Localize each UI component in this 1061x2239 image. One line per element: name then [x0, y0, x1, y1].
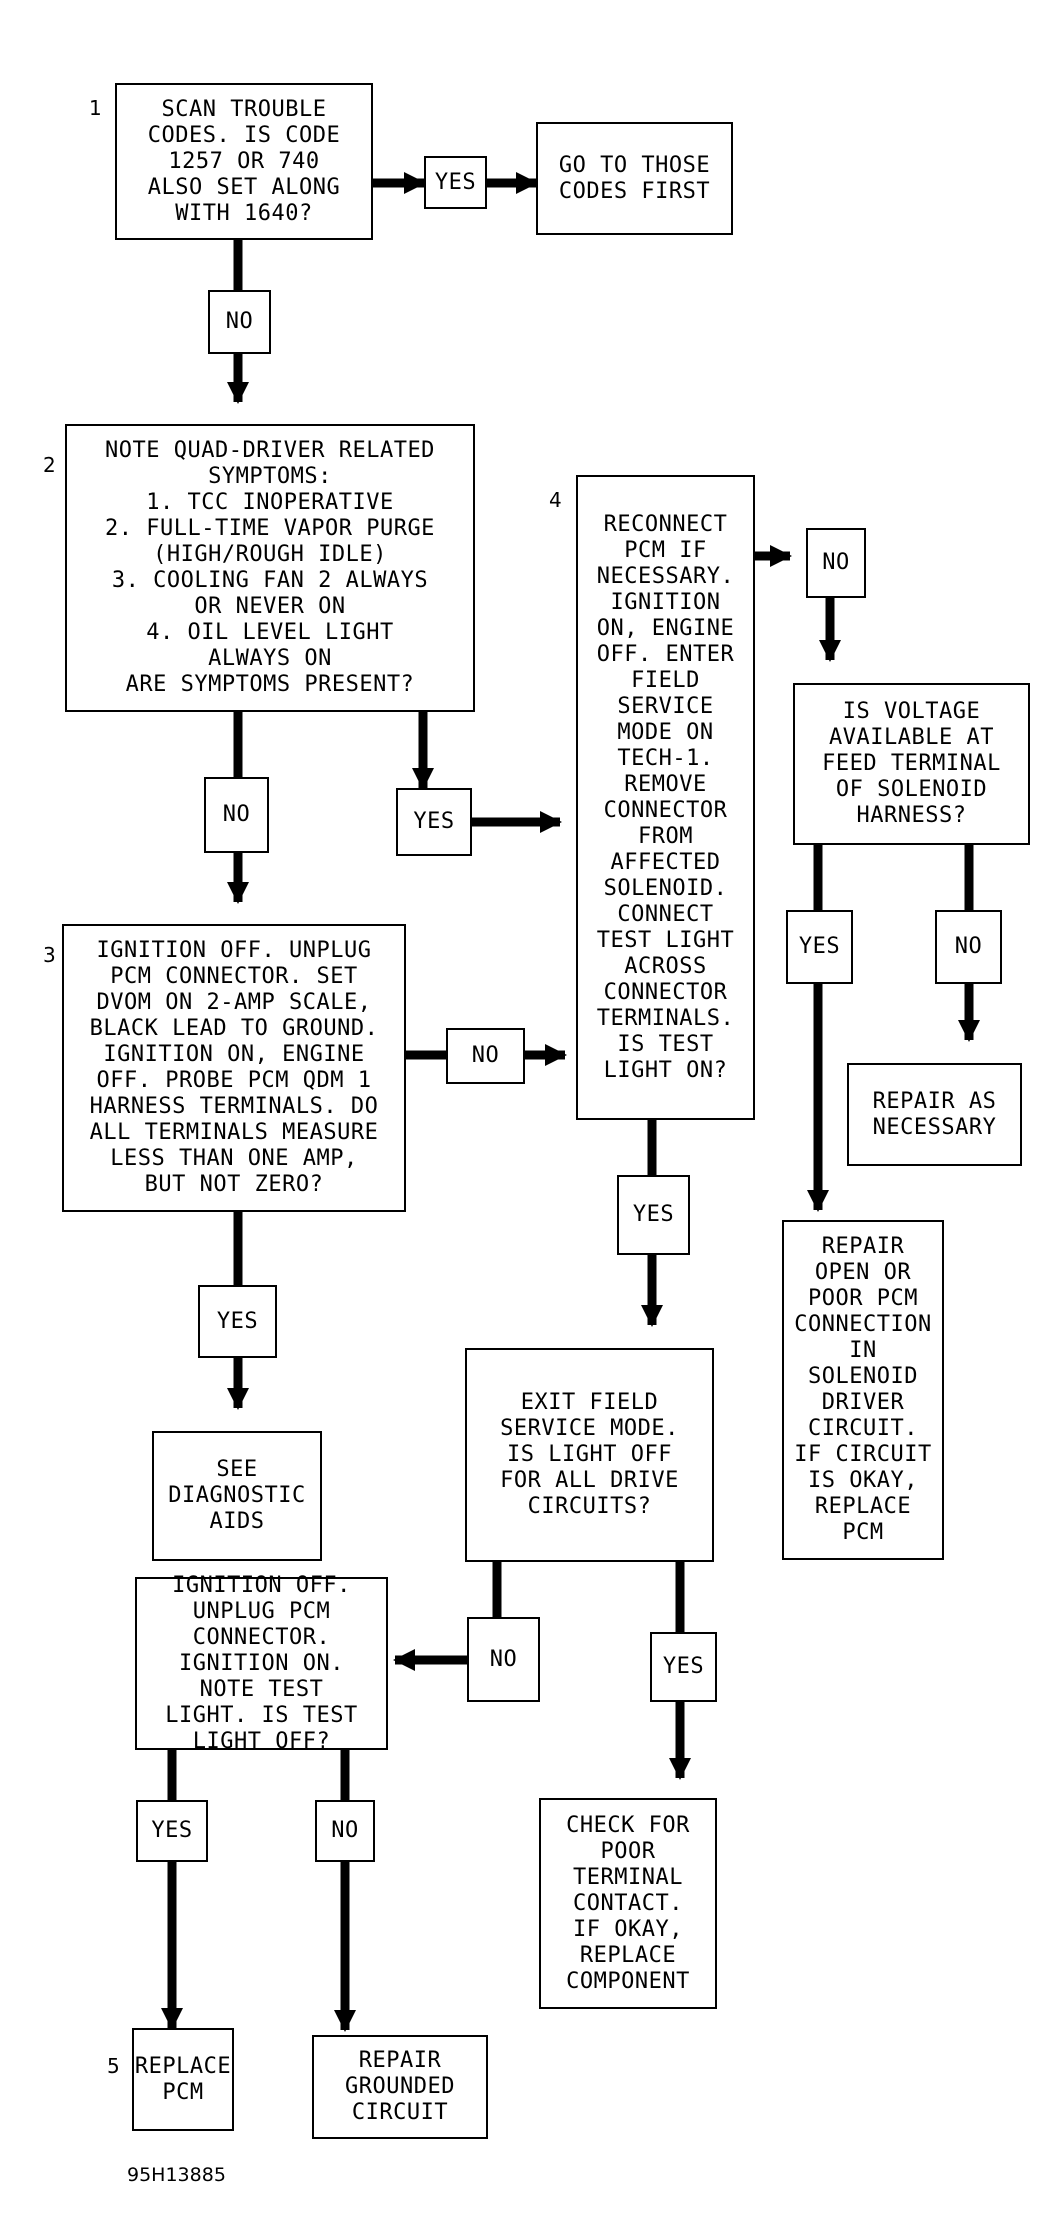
step4-box: RECONNECT PCM IF NECESSARY. IGNITION ON,… — [576, 475, 755, 1120]
no-box-ign: NO — [315, 1800, 375, 1862]
repair-open-box: REPAIR OPEN OR POOR PCM CONNECTION IN SO… — [782, 1220, 944, 1560]
check-poor-contact-box: CHECK FOR POOR TERMINAL CONTACT. IF OKAY… — [539, 1798, 717, 2009]
no-box-3: NO — [446, 1028, 525, 1084]
figure-id: 95H13885 — [127, 2164, 226, 2186]
exit-field-service-box: EXIT FIELD SERVICE MODE. IS LIGHT OFF FO… — [465, 1348, 714, 1562]
yes-box-ign: YES — [136, 1800, 208, 1862]
step2-box: NOTE QUAD-DRIVER RELATED SYMPTOMS: 1. TC… — [65, 424, 475, 712]
no-box-exit: NO — [467, 1617, 540, 1702]
ignition-off-box: IGNITION OFF. UNPLUG PCM CONNECTOR. IGNI… — [135, 1573, 388, 1754]
step-number-4: 4 — [549, 488, 562, 512]
no-box-1: NO — [208, 290, 271, 354]
yes-box-3: YES — [198, 1285, 277, 1358]
yes-box-voltage: YES — [786, 910, 853, 984]
yes-box-2: YES — [396, 788, 472, 856]
yes-box-1: YES — [424, 156, 487, 209]
see-diagnostic-aids-box: SEE DIAGNOSTIC AIDS — [152, 1431, 322, 1561]
repair-as-necessary-box: REPAIR AS NECESSARY — [847, 1063, 1022, 1166]
repair-grounded-box: REPAIR GROUNDED CIRCUIT — [312, 2035, 488, 2139]
step1-box: SCAN TROUBLE CODES. IS CODE 1257 OR 740 … — [115, 83, 373, 240]
replace-pcm-box: REPLACE PCM — [132, 2028, 234, 2131]
step3-box: IGNITION OFF. UNPLUG PCM CONNECTOR. SET … — [62, 924, 406, 1212]
yes-box-4: YES — [617, 1175, 690, 1255]
yes-box-exit: YES — [650, 1632, 717, 1702]
go-to-codes-box: GO TO THOSE CODES FIRST — [536, 122, 733, 235]
step-number-1: 1 — [89, 96, 102, 120]
no-box-voltage: NO — [935, 910, 1002, 984]
no-box-4: NO — [806, 528, 866, 598]
voltage-check-box: IS VOLTAGE AVAILABLE AT FEED TERMINAL OF… — [793, 683, 1030, 845]
step-number-3: 3 — [43, 943, 56, 967]
step-number-2: 2 — [43, 453, 56, 477]
no-box-2: NO — [204, 777, 269, 853]
step-number-5: 5 — [107, 2054, 120, 2078]
